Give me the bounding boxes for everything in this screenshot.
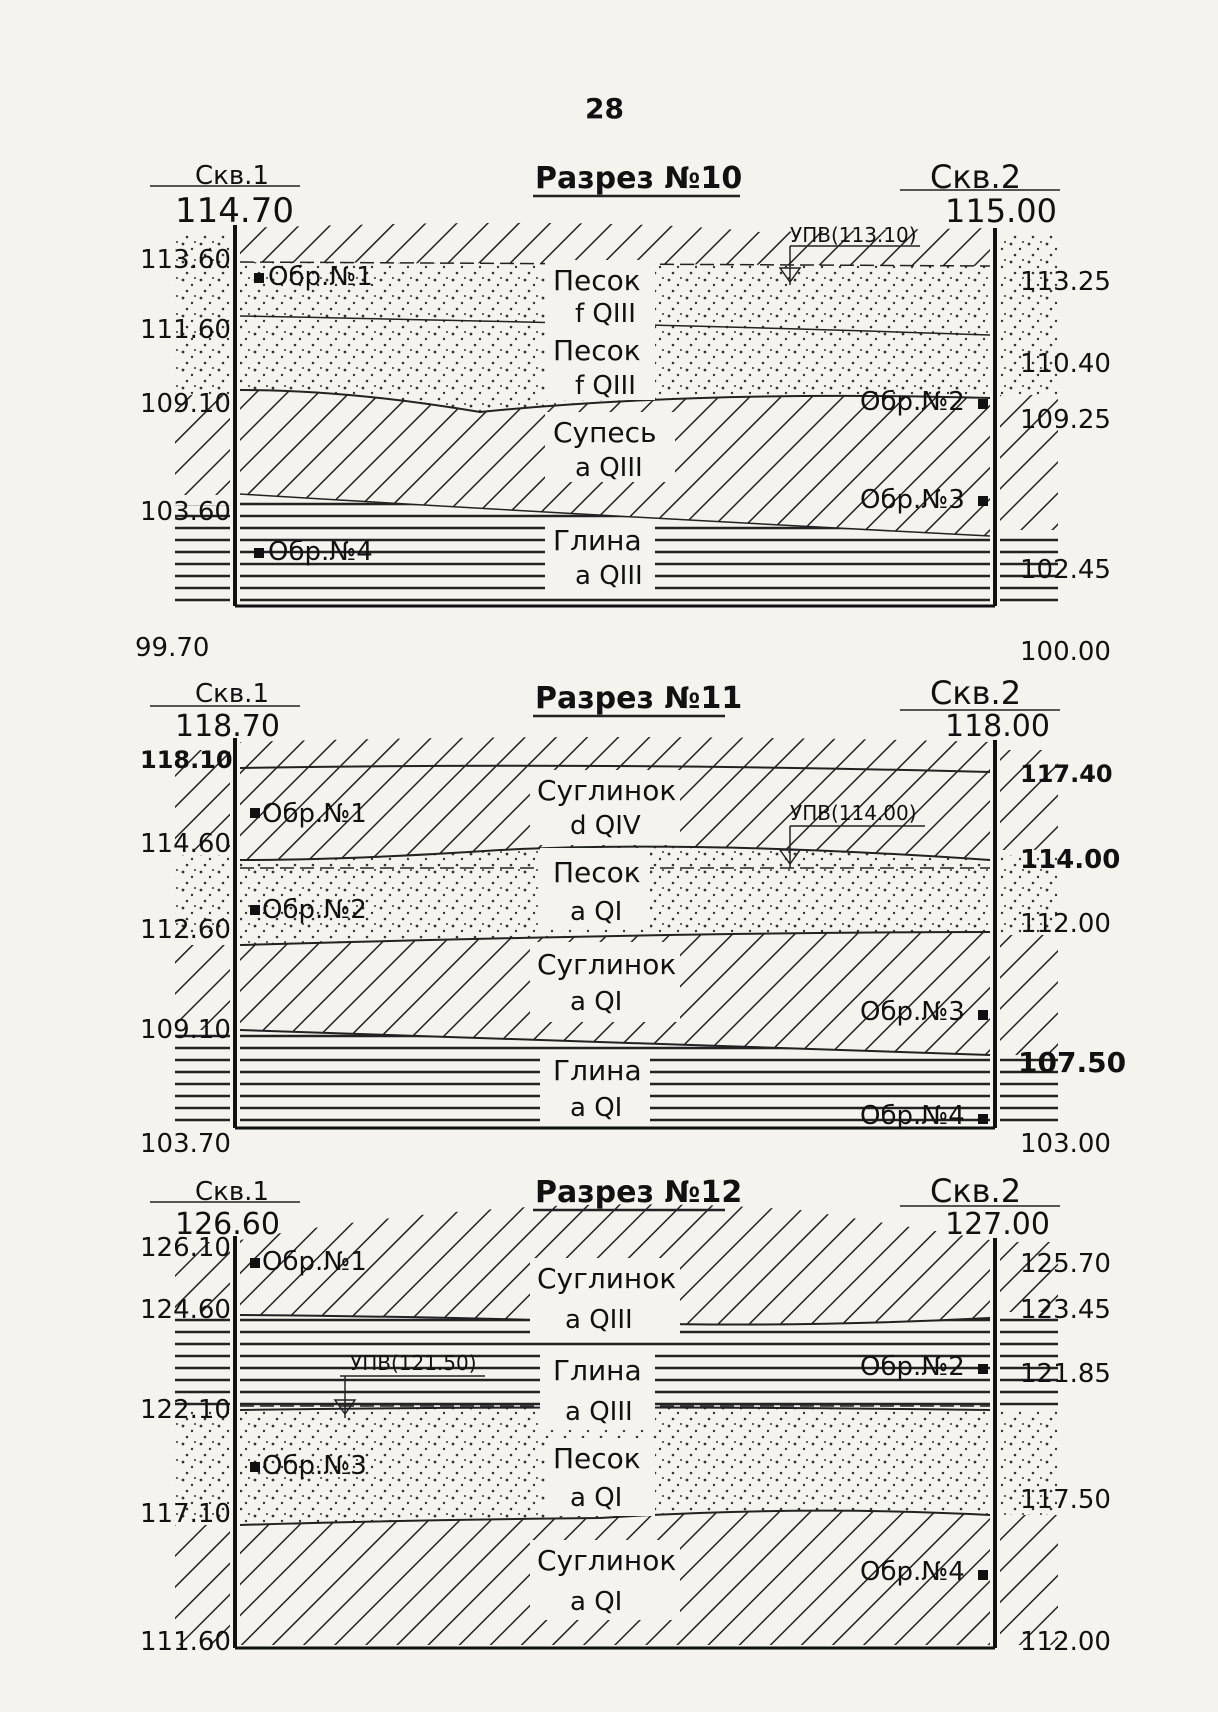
layer-index: f QIII [575, 299, 636, 329]
section-title: Разрез №12 [535, 1175, 742, 1210]
right-well-top: 115.00 [945, 192, 1057, 230]
layer-name: Суглинок [537, 1544, 676, 1577]
layer-index: d QIV [570, 811, 641, 841]
cross-section-11: Скв.1 118.70 Разрез №11 Скв.2 118.00 Суг… [140, 674, 1126, 1159]
layer-soil [240, 1204, 990, 1260]
sample-label: Обр.№1 [268, 262, 373, 292]
right-elevation: 107.50 [1018, 1046, 1126, 1079]
right-elevation: 121.85 [1020, 1359, 1111, 1389]
sample-label: Обр.№3 [262, 1451, 367, 1481]
right-elevation: 112.00 [1020, 1627, 1111, 1657]
sample-label: Обр.№4 [268, 537, 373, 567]
left-elevation: 118.10 [140, 746, 233, 774]
page-number: 28 [585, 92, 624, 125]
layer-index: a QI [570, 1587, 622, 1617]
left-well-name: Скв.1 [195, 161, 269, 191]
layer-name: Глина [553, 524, 642, 557]
layer-name: Глина [553, 1354, 642, 1387]
sample-label: Обр.№3 [860, 997, 965, 1027]
left-elevation: 113.60 [140, 245, 231, 275]
left-well-name: Скв.1 [195, 1177, 269, 1207]
layer-index: a QIII [565, 1397, 633, 1427]
layer-index: a QIII [575, 453, 643, 483]
right-elevation: 117.40 [1020, 760, 1113, 788]
left-elevation: 112.60 [140, 915, 231, 945]
layer-name: Песок [553, 1442, 641, 1475]
gwl-label: УПВ(114.00) [790, 801, 917, 825]
right-elevation: 113.25 [1020, 267, 1111, 297]
right-well-name: Скв.2 [930, 158, 1021, 196]
layer-soil [240, 737, 990, 768]
sample-label: Обр.№4 [860, 1557, 965, 1587]
right-elevation: 114.00 [1020, 845, 1120, 875]
sample-label: Обр.№1 [262, 1247, 367, 1277]
left-elevation: 111.60 [140, 315, 231, 345]
layer-name: Песок [553, 856, 641, 889]
layer-index: a QI [570, 897, 622, 927]
gwl-label: УПВ(113.10) [790, 223, 917, 247]
right-elevation: 100.00 [1020, 637, 1111, 667]
layer-name: Супесь [553, 416, 657, 449]
layer-index: a QI [570, 1483, 622, 1513]
right-elevation: 102.45 [1020, 555, 1111, 585]
layer-index: a QI [570, 987, 622, 1017]
layer-name: Глина [553, 1054, 642, 1087]
right-elevation: 109.25 [1020, 405, 1111, 435]
layer-name: Песок [553, 264, 641, 297]
left-well-name: Скв.1 [195, 679, 269, 709]
right-well-name: Скв.2 [930, 1172, 1021, 1210]
right-elevation: 112.00 [1020, 909, 1111, 939]
layer-name: Суглинок [537, 1262, 676, 1295]
sample-label: Обр.№3 [860, 485, 965, 515]
layer-index: a QIII [575, 561, 643, 591]
cross-section-12: Скв.1 126.60 Разрез №12 Скв.2 127.00 Суг… [140, 1172, 1111, 1657]
layer-index: a QI [570, 1093, 622, 1123]
left-elevation: 117.10 [140, 1499, 231, 1529]
sample-label: Обр.№2 [262, 895, 367, 925]
left-elevation: 103.60 [140, 497, 231, 527]
left-elevation: 99.70 [135, 633, 209, 663]
left-elevation: 124.60 [140, 1295, 231, 1325]
layer-name: Суглинок [537, 948, 676, 981]
left-elevation: 109.10 [140, 389, 231, 419]
left-elevation: 114.60 [140, 829, 231, 859]
layer-name: Песок [553, 334, 641, 367]
right-elevation: 117.50 [1020, 1485, 1111, 1515]
layer-index: a QIII [565, 1305, 633, 1335]
gwl-label: УПВ(121.50) [350, 1351, 477, 1375]
left-elevation: 126.10 [140, 1233, 231, 1263]
sample-label: Обр.№2 [860, 1352, 965, 1382]
right-elevation: 123.45 [1020, 1295, 1111, 1325]
section-title: Разрез №10 [535, 161, 742, 196]
left-well-top: 118.70 [175, 709, 280, 744]
right-elevation: 110.40 [1020, 349, 1111, 379]
left-well-top: 114.70 [175, 191, 294, 231]
right-elevation: 103.00 [1020, 1129, 1111, 1159]
cross-section-10: Скв.1 114.70 Разрез №10 Скв.2 115.00 Пес… [135, 158, 1111, 667]
section-title: Разрез №11 [535, 681, 742, 716]
sample-label: Обр.№1 [262, 799, 367, 829]
left-elevation: 111.60 [140, 1627, 231, 1657]
layer-soil [240, 222, 990, 266]
left-elevation: 122.10 [140, 1395, 231, 1425]
right-well-top: 118.00 [945, 709, 1050, 744]
sample-label: Обр.№2 [860, 387, 965, 417]
left-elevation: 109.10 [140, 1015, 231, 1045]
sample-label: Обр.№4 [860, 1101, 965, 1131]
layer-index: f QIII [575, 371, 636, 401]
right-well-name: Скв.2 [930, 674, 1021, 712]
right-elevation: 125.70 [1020, 1249, 1111, 1279]
layer-name: Суглинок [537, 774, 676, 807]
left-elevation: 103.70 [140, 1129, 231, 1159]
